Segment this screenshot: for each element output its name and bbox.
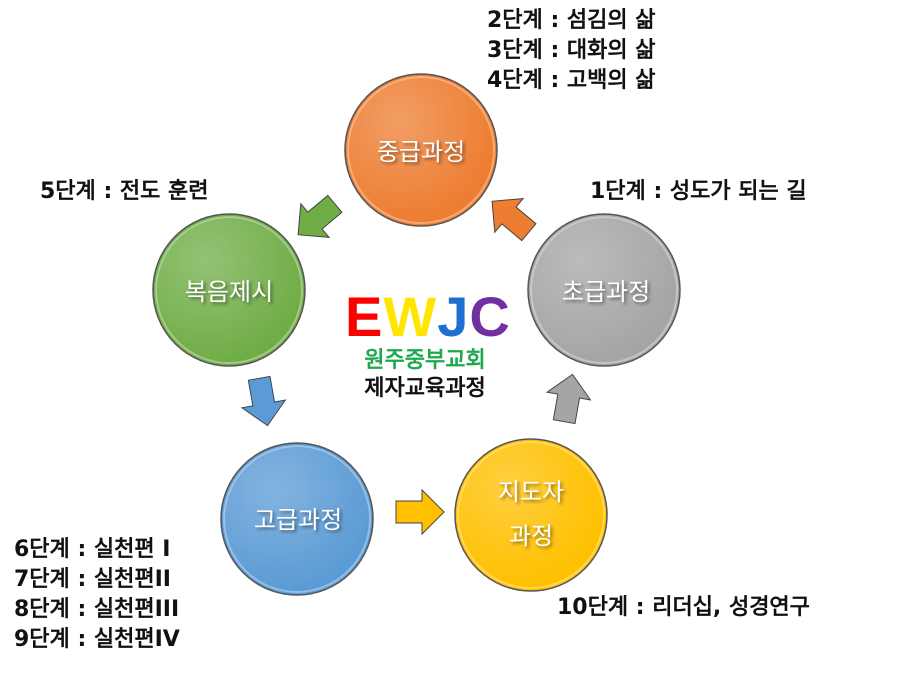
circle-label-advanced: 고급과정	[253, 506, 343, 534]
circle-highlight	[347, 76, 495, 224]
circle-highlight	[155, 216, 303, 364]
step-5: 5단계 : 전도 훈련	[40, 179, 209, 204]
ewjc-logo: EWJC 원주중부교회 제자교육과정	[345, 285, 510, 402]
circle-label-basic: 초급과정	[561, 278, 651, 306]
church-name: 원주중부교회	[364, 347, 486, 372]
logo-letter: C	[469, 285, 511, 348]
arrow-advanced-to-leader-icon	[395, 489, 445, 535]
logo-letter: J	[437, 285, 470, 348]
circle-label-leader-2: 과정	[508, 522, 554, 550]
logo-ewjc: EWJC	[345, 285, 510, 348]
step-6: 6단계 : 실천편 I	[14, 537, 171, 562]
steps-6-9: 6단계 : 실천편 I 7단계 : 실천편II 8단계 : 실천편III 9단계…	[14, 535, 180, 655]
circle-label-gospel: 복음제시	[184, 278, 274, 306]
circle-label-mid: 중급과정	[376, 138, 466, 166]
step-1: 1단계 : 성도가 되는 길	[590, 179, 807, 204]
step-3: 3단계 : 대화의 삶	[487, 38, 656, 63]
step-4: 4단계 : 고백의 삶	[487, 68, 656, 93]
step-8: 8단계 : 실천편III	[14, 597, 180, 622]
step-10: 10단계 : 리더십, 성경연구	[557, 595, 810, 620]
step-7: 7단계 : 실천편II	[14, 567, 171, 592]
circle-highlight	[530, 216, 678, 364]
arrow-basic-to-mid-icon	[477, 183, 544, 250]
arrow-gospel-to-advanced-icon	[237, 374, 290, 430]
step-2: 2단계 : 섬김의 삶	[487, 8, 656, 33]
course-name: 제자교육과정	[364, 375, 486, 400]
arrow-mid-to-gospel-icon	[283, 186, 350, 253]
logo-letter: E	[345, 285, 384, 348]
circle-highlight	[223, 445, 371, 593]
logo-letter: W	[383, 285, 438, 348]
steps-2-4: 2단계 : 섬김의 삶 3단계 : 대화의 삶 4단계 : 고백의 삶	[487, 6, 656, 96]
step-9: 9단계 : 실천편IV	[14, 627, 180, 652]
circle-label-leader-1: 지도자	[497, 478, 565, 506]
circle-highlight	[457, 441, 605, 589]
arrow-leader-to-basic-icon	[542, 370, 595, 426]
